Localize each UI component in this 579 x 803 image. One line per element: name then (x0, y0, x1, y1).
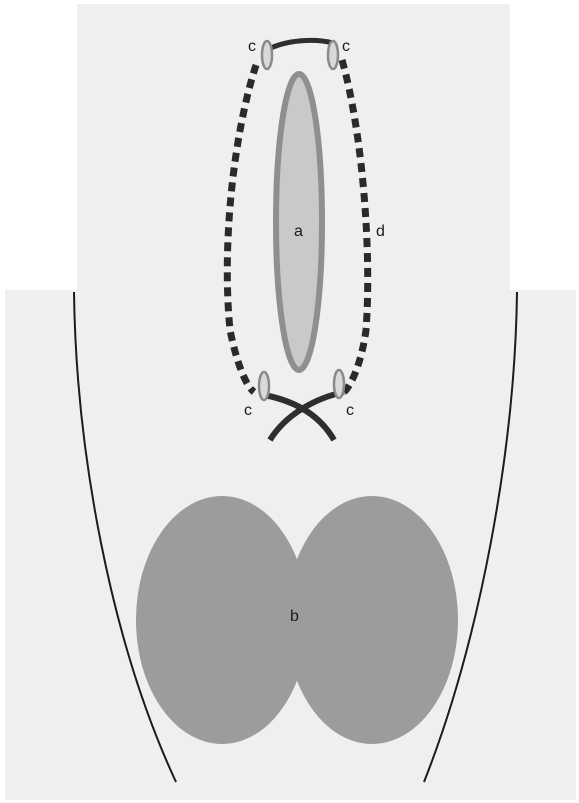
label-b: b (290, 608, 299, 625)
label-c-bottom-left: c (244, 402, 252, 419)
label-c-bottom-right: c (346, 402, 354, 419)
label-a: a (294, 223, 303, 240)
clamp-top-left (262, 41, 272, 69)
clamp-bottom-left (259, 372, 269, 400)
clamp-top-right (328, 41, 338, 69)
label-c-top-right: c (342, 38, 350, 55)
label-d: d (376, 223, 385, 240)
label-c-top-left: c (248, 38, 256, 55)
incision-a (276, 74, 322, 370)
clamp-bottom-right (334, 370, 344, 398)
